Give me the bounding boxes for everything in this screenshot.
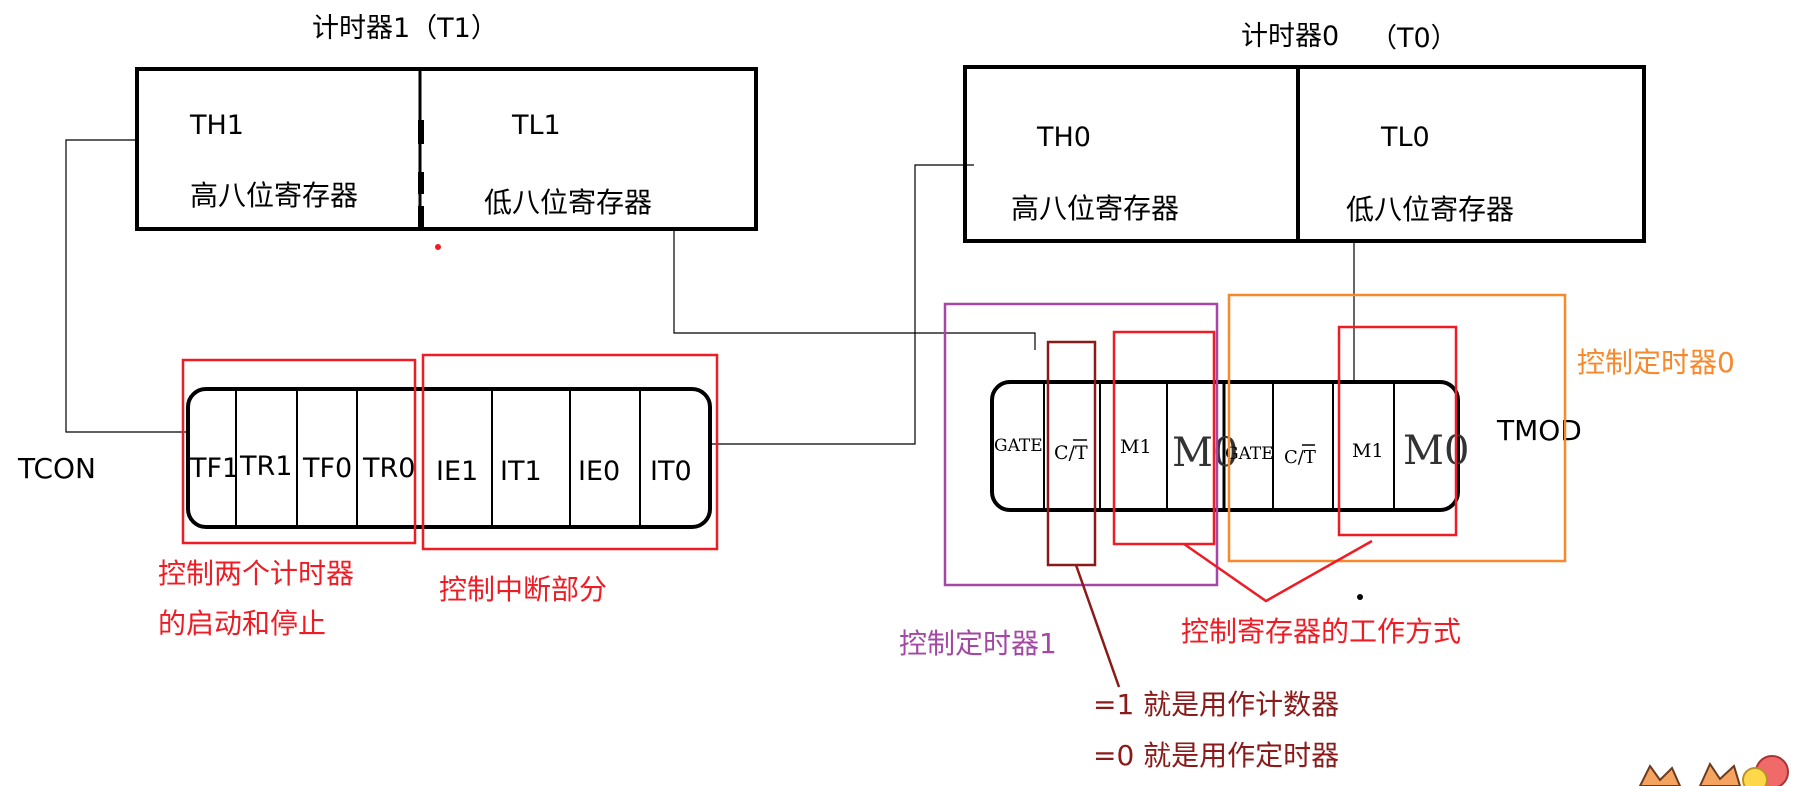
tmod-mode-note: 控制寄存器的工作方式 xyxy=(1181,615,1461,648)
tmod-timer0-note: 控制定时器0 xyxy=(1577,346,1735,379)
tl0-description: 低八位寄存器 xyxy=(1346,193,1514,226)
timer1-divider-mark xyxy=(418,206,424,228)
tcon-bit-ie1: IE1 xyxy=(436,456,478,487)
tcon-bit-it1: IT1 xyxy=(500,456,542,487)
mode-pointer-lines xyxy=(1183,539,1373,603)
tmod-bit-m1-t0: M1 xyxy=(1352,440,1384,462)
tl0-label: TL0 xyxy=(1380,122,1430,153)
connector-tl1-tmod xyxy=(673,229,1036,350)
tmod-bit-gate1: GATE xyxy=(994,436,1043,456)
th1-description: 高八位寄存器 xyxy=(190,179,358,212)
th0-description: 高八位寄存器 xyxy=(1011,192,1179,225)
connector-th1-tcon xyxy=(65,139,186,433)
tmod-label: TMOD xyxy=(1496,414,1582,447)
tmod-bit-m1-t1: M1 xyxy=(1120,436,1152,458)
th0-label: TH0 xyxy=(1036,122,1091,153)
tcon-bit-tr1: TR1 xyxy=(239,451,292,482)
tmod-timer1-highlight xyxy=(943,302,1219,587)
timer1-register-box xyxy=(135,67,758,231)
tcon-interrupt-note: 控制中断部分 xyxy=(439,573,607,606)
tcon-bit-ie0: IE0 xyxy=(578,456,620,487)
timer0-title-paren: （T0） xyxy=(1370,23,1458,54)
timer0-register-box xyxy=(963,65,1646,243)
tl1-label: TL1 xyxy=(511,110,561,141)
timer1-title: 计时器1（T1） xyxy=(312,13,498,44)
tcon-register xyxy=(186,387,712,529)
timer0-title: 计时器0 xyxy=(1241,21,1339,52)
timer1-divider-mark xyxy=(418,120,424,144)
tcon-bit-it0: IT0 xyxy=(650,456,692,487)
tmod-ct-note-1: =1 就是用作计数器 xyxy=(1093,688,1339,721)
tcon-start-stop-highlight xyxy=(181,358,417,545)
tmod-bit-ct0: C/T xyxy=(1284,447,1316,468)
stray-dot xyxy=(1357,594,1363,600)
tmod-mode-highlight-t1 xyxy=(1112,330,1216,546)
tmod-timer1-note: 控制定时器1 xyxy=(899,627,1057,660)
tcon-start-stop-note-line2: 的启动和停止 xyxy=(158,607,326,640)
cat-ear-icon xyxy=(1698,761,1742,786)
tcon-bit-tf0: TF0 xyxy=(302,453,352,484)
timer1-divider-mark xyxy=(418,172,424,194)
tmod-bit-m0-t1: M0 xyxy=(1172,430,1238,476)
tcon-interrupt-highlight xyxy=(421,353,719,551)
tcon-label: TCON xyxy=(17,452,96,485)
cartoon-cat-decoration xyxy=(1638,755,1789,786)
tmod-bit-ct1: C/T xyxy=(1054,442,1088,464)
tcon-start-stop-note-line1: 控制两个计时器 xyxy=(158,557,354,590)
tcon-bit-tf1: TF1 xyxy=(189,453,239,484)
connector-tcon-th0 xyxy=(712,164,974,445)
tcon-bit-tr0: TR0 xyxy=(362,453,415,484)
tmod-timer0-highlight xyxy=(1227,293,1567,563)
tmod-mode-highlight-t0 xyxy=(1337,325,1458,537)
tmod-ct-note-0: =0 就是用作定时器 xyxy=(1093,739,1339,772)
tmod-bit-m0-t0: M0 xyxy=(1403,428,1469,474)
cat-ear-icon xyxy=(1638,764,1682,786)
th1-label: TH1 xyxy=(189,110,244,141)
stray-dot xyxy=(435,244,441,250)
tl1-description: 低八位寄存器 xyxy=(484,186,652,219)
tmod-bit-gate0: GATE xyxy=(1225,444,1274,464)
tmod-ct-highlight xyxy=(1046,340,1097,567)
balloon-icon xyxy=(1742,767,1768,786)
ct-pointer-line xyxy=(1074,564,1121,688)
